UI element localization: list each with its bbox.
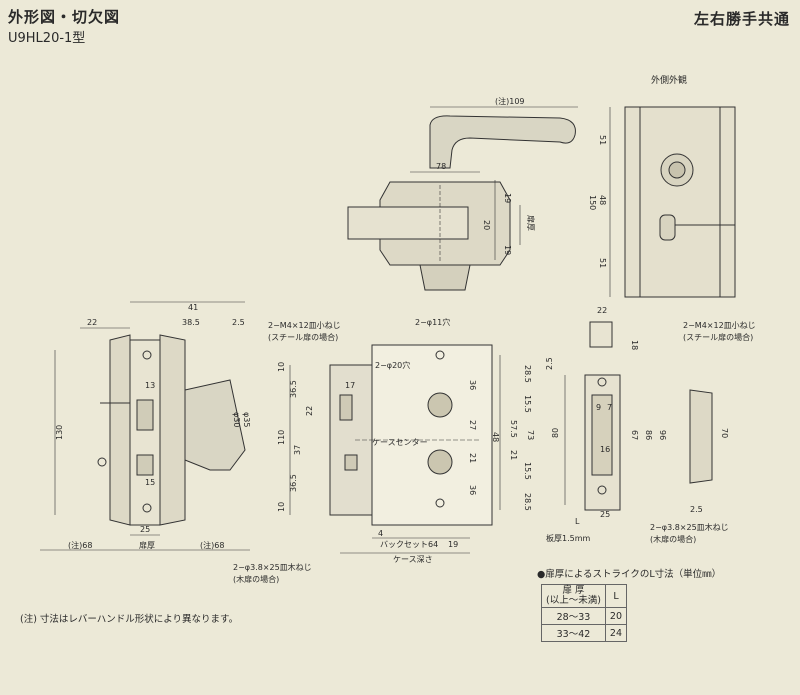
table-row: 33〜42 24 bbox=[541, 624, 628, 642]
dim-20: 20 bbox=[482, 220, 491, 230]
strike-dim-16: 16 bbox=[600, 445, 610, 454]
dim-48: 48 bbox=[598, 195, 607, 205]
dim-28-5a: 28.5 bbox=[523, 365, 532, 383]
dim-130: 130 bbox=[55, 425, 64, 440]
table-cell-l: 20 bbox=[604, 607, 628, 625]
model-number: U9HL20-1型 bbox=[8, 31, 86, 46]
dim-27: 27 bbox=[468, 420, 477, 430]
strike-dim-70: 70 bbox=[720, 428, 729, 438]
dim-10a: 10 bbox=[277, 362, 286, 372]
strike-dim-86: 86 bbox=[644, 430, 653, 440]
handedness-label: 左右勝手共通 bbox=[693, 10, 790, 28]
dim-36-5a: 36.5 bbox=[289, 380, 298, 398]
dim-51b: 51 bbox=[598, 258, 607, 268]
exterior-view: 51 150 48 51 bbox=[588, 106, 736, 298]
door-thickness-side: 扉厚 bbox=[139, 540, 155, 550]
dim-19-cut: 19 bbox=[448, 540, 458, 549]
dim-37: 37 bbox=[293, 445, 302, 455]
wood-door-label: (木扉の場合) bbox=[233, 574, 279, 584]
dim-41: 41 bbox=[188, 303, 198, 312]
dim-28-5b: 28.5 bbox=[523, 493, 532, 511]
dim-17: 17 bbox=[345, 381, 355, 390]
strike-screw-m4: 2−M4×12皿小ねじ bbox=[683, 321, 756, 330]
dim-78: 78 bbox=[436, 162, 446, 171]
strike-dim-2-5a: 2.5 bbox=[545, 357, 554, 370]
strike-table-title: ●扉厚によるストライクのL寸法（単位㎜） bbox=[537, 569, 722, 580]
dim-15-5a: 15.5 bbox=[523, 395, 532, 413]
dim-phi30: φ30 bbox=[232, 412, 241, 427]
dim-4: 4 bbox=[378, 529, 383, 538]
dim-36-5b: 36.5 bbox=[289, 474, 298, 492]
strike-dim-67: 67 bbox=[630, 430, 639, 440]
header-range-text: (以上〜未満) bbox=[546, 595, 601, 606]
dim-73: 73 bbox=[526, 430, 535, 440]
dim-22-side: 22 bbox=[87, 318, 97, 327]
dim-22-cut: 22 bbox=[305, 406, 314, 416]
dim-48-cut: 48 bbox=[491, 432, 500, 442]
side-view: 22 41 38.5 2.5 13 φ30 φ35 130 15 25 (注)6… bbox=[40, 301, 251, 551]
table-header-thickness: 扉 厚(以上〜未満) bbox=[541, 584, 606, 608]
strike-dim-25: 25 bbox=[600, 510, 610, 519]
strike-dim-9: 9 bbox=[596, 403, 601, 412]
dim-10b: 10 bbox=[277, 502, 286, 512]
wood-screw-label: 2−φ3.8×25皿木ねじ bbox=[233, 562, 312, 572]
backset-label: バックセット64 bbox=[380, 540, 438, 549]
strike-dim-22: 22 bbox=[597, 306, 607, 315]
strike-dim-2-5b: 2.5 bbox=[690, 505, 703, 514]
front-view: (注)109 78 19 20 19 扉厚 bbox=[347, 96, 578, 291]
table-header-row: 扉 厚(以上〜未満) L bbox=[541, 584, 628, 608]
dim-25-side: 25 bbox=[140, 525, 150, 534]
table-cell-range: 33〜42 bbox=[541, 624, 606, 642]
dim-19a: 19 bbox=[503, 193, 512, 203]
dim-2-5-side: 2.5 bbox=[232, 318, 245, 327]
footnote: (注) 寸法はレバーハンドル形状により異なります。 bbox=[20, 614, 239, 625]
table-row: 28〜33 20 bbox=[541, 607, 628, 625]
case-center-label: ケースセンター bbox=[372, 438, 428, 447]
plate-thickness-label: 板厚1.5mm bbox=[546, 533, 591, 543]
dim-150: 150 bbox=[588, 195, 597, 210]
dim-21a: 21 bbox=[468, 453, 477, 463]
cutout-view: 2−M4×12皿小ねじ (スチール扉の場合) 2−φ11穴 2−φ20穴 ケース… bbox=[233, 317, 535, 584]
strike-dim-L: L bbox=[575, 517, 580, 526]
steel-door-label: (スチール扉の場合) bbox=[268, 332, 338, 342]
door-thickness-label: 扉厚 bbox=[526, 215, 536, 231]
dim-36b: 36 bbox=[468, 485, 477, 495]
dim-21b: 21 bbox=[509, 450, 518, 460]
strike-dim-96: 96 bbox=[658, 430, 667, 440]
hole-20-label: 2−φ20穴 bbox=[375, 360, 410, 370]
dim-15-5b: 15.5 bbox=[523, 462, 532, 480]
dim-68a: (注)68 bbox=[68, 540, 92, 550]
strike-dim-18: 18 bbox=[630, 340, 639, 350]
case-depth-label: ケース深さ bbox=[393, 555, 433, 564]
dim-38-5: 38.5 bbox=[182, 318, 200, 327]
screw-m4-label: 2−M4×12皿小ねじ bbox=[268, 321, 341, 330]
hole-11-label: 2−φ11穴 bbox=[415, 317, 450, 327]
dim-110: 110 bbox=[277, 430, 286, 445]
table-cell-range: 28〜33 bbox=[541, 607, 606, 625]
strike-view: 22 18 2−M4×12皿小ねじ (スチール扉の場合) 2.5 9 7 16 … bbox=[545, 306, 756, 544]
header-thickness-text: 扉 厚 bbox=[562, 585, 585, 596]
page-title: 外形図・切欠図 bbox=[8, 8, 121, 26]
strike-wood-door: (木扉の場合) bbox=[650, 534, 696, 544]
strike-dim-7: 7 bbox=[607, 403, 612, 412]
table-header-l: L bbox=[604, 584, 628, 608]
dim-15-side: 15 bbox=[145, 478, 155, 487]
strike-wood-screw: 2−φ3.8×25皿木ねじ bbox=[650, 522, 729, 532]
dim-36a: 36 bbox=[468, 380, 477, 390]
strike-steel-door: (スチール扉の場合) bbox=[683, 332, 753, 342]
dim-51a: 51 bbox=[598, 135, 607, 145]
dim-57-5: 57.5 bbox=[509, 420, 518, 438]
dim-68b: (注)68 bbox=[200, 540, 224, 550]
dim-109: (注)109 bbox=[495, 96, 525, 106]
strike-l-table: 扉 厚(以上〜未満) L 28〜33 20 33〜42 24 bbox=[541, 584, 628, 642]
strike-l-table-block: ●扉厚によるストライクのL寸法（単位㎜） 扉 厚(以上〜未満) L 28〜33 … bbox=[537, 566, 749, 642]
dim-phi35: φ35 bbox=[242, 412, 251, 427]
dim-13: 13 bbox=[145, 381, 155, 390]
strike-dim-80: 80 bbox=[551, 428, 560, 438]
exterior-view-label: 外側外観 bbox=[651, 76, 688, 86]
table-cell-l: 24 bbox=[604, 624, 628, 642]
dim-19b: 19 bbox=[503, 245, 512, 255]
